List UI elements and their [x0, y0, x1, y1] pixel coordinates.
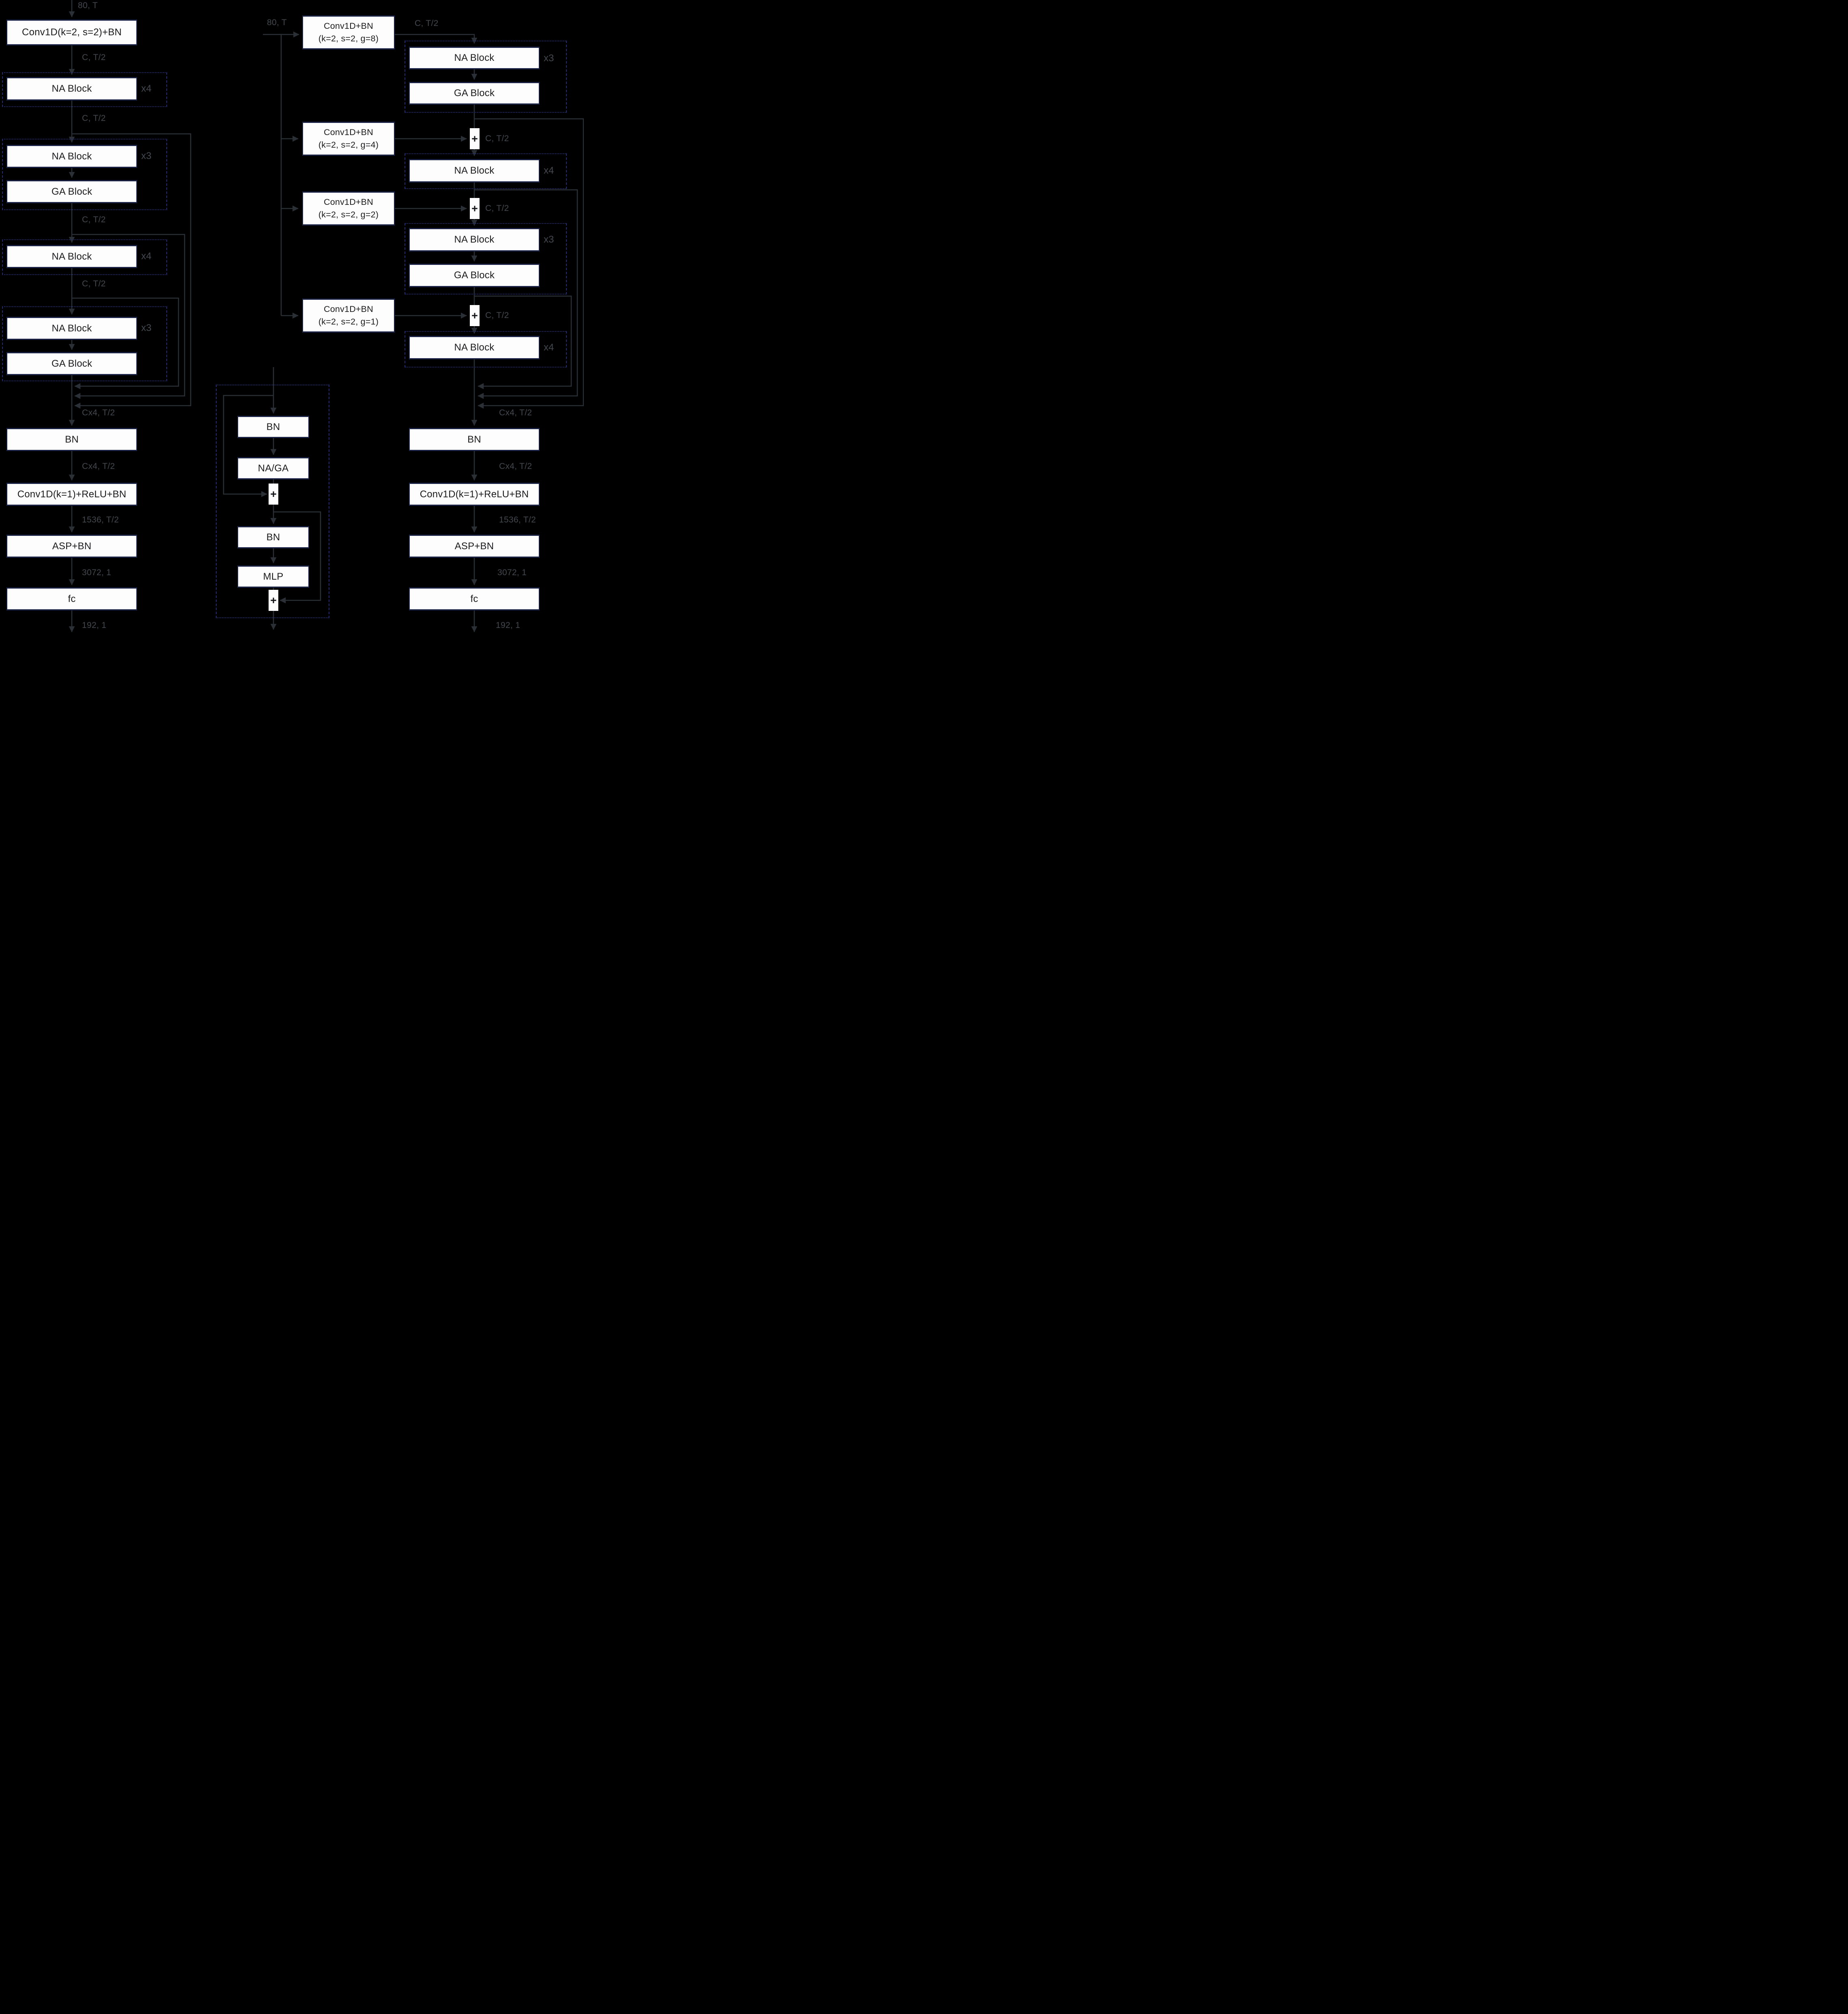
right-stage2-mult-label: x4 — [544, 165, 554, 176]
left-conv1-box: Conv1D(k=1)+ReLU+BN — [6, 483, 137, 506]
left-stage2-mult-label: x3 — [141, 150, 152, 161]
right-dim-after-conv-g8: C, T/2 — [415, 19, 439, 28]
right-stage1-mult-label: x3 — [544, 53, 554, 64]
detail-add2-junction: + — [269, 590, 278, 611]
right-conv-g8-box: Conv1D+BN (k=2, s=2, g=8) — [302, 15, 395, 49]
right-stage2-na-box: NA Block — [409, 159, 540, 183]
left-stage2-na-box: NA Block — [6, 145, 137, 168]
right-stage3-group — [404, 223, 567, 294]
left-dim-after-asp: 3072, 1 — [82, 568, 112, 577]
detail-bn2-box: BN — [237, 526, 309, 548]
right-asp-box: ASP+BN — [409, 535, 540, 558]
left-stage4-ga-box: GA Block — [6, 352, 137, 375]
right-conv1-box: Conv1D(k=1)+ReLU+BN — [409, 483, 540, 506]
right-bn-box: BN — [409, 428, 540, 451]
right-add3-junction: + — [470, 305, 480, 326]
left-stage2-group — [2, 139, 167, 210]
architecture-diagram: 80, T Conv1D(k=2, s=2)+BN C, T/2 NA Bloc… — [0, 0, 584, 636]
right-conv-g4-box: Conv1D+BN (k=2, s=2, g=4) — [302, 122, 395, 156]
right-dim-after-bn: Cx4, T/2 — [499, 462, 532, 471]
right-dim-after-asp: 3072, 1 — [497, 568, 527, 577]
right-conv-g2-line1: Conv1D+BN — [324, 197, 373, 207]
right-dim-after-add3: C, T/2 — [485, 311, 509, 320]
left-stage4-mult-label: x3 — [141, 322, 152, 333]
left-stage4-group — [2, 306, 167, 381]
right-dim-concat: Cx4, T/2 — [499, 408, 532, 417]
right-input-dim-label: 80, T — [267, 18, 287, 27]
right-dim-after-add1: C, T/2 — [485, 134, 509, 143]
left-stage1-na-box: NA Block — [6, 77, 137, 101]
left-dim-concat: Cx4, T/2 — [82, 408, 115, 417]
right-conv-g4-line1: Conv1D+BN — [324, 127, 373, 137]
right-conv-g1-line2: (k=2, s=2, g=1) — [318, 317, 379, 327]
left-output-dim-label: 192, 1 — [82, 621, 107, 630]
detail-add1-junction: + — [269, 484, 278, 505]
left-dim-after-stage1: C, T/2 — [82, 114, 106, 123]
detail-attn-box: NA/GA — [237, 457, 309, 479]
left-stage1-mult-label: x4 — [141, 83, 152, 94]
right-stage1-na-box: NA Block — [409, 47, 540, 69]
right-stage3-na-box: NA Block — [409, 228, 540, 251]
right-add2-junction: + — [470, 198, 480, 219]
right-conv-g1-box: Conv1D+BN (k=2, s=2, g=1) — [302, 299, 395, 333]
right-stage3-ga-box: GA Block — [409, 264, 540, 287]
right-stage3-mult-label: x3 — [544, 234, 554, 245]
right-dim-after-add2: C, T/2 — [485, 204, 509, 213]
right-dim-after-conv1: 1536, T/2 — [499, 515, 536, 524]
left-fc-box: fc — [6, 587, 137, 610]
right-conv-g2-line2: (k=2, s=2, g=2) — [318, 210, 379, 219]
right-stage1-ga-box: GA Block — [409, 82, 540, 105]
detail-bn1-box: BN — [237, 416, 309, 438]
left-bn-box: BN — [6, 428, 137, 451]
left-stage1-group — [2, 72, 167, 107]
left-stage3-mult-label: x4 — [141, 251, 152, 262]
right-stage2-group — [404, 153, 567, 189]
left-stage3-na-box: NA Block — [6, 245, 137, 268]
detail-group — [216, 385, 329, 618]
left-dim-after-bn: Cx4, T/2 — [82, 462, 115, 471]
right-stage4-group — [404, 331, 567, 368]
left-stem-box: Conv1D(k=2, s=2)+BN — [6, 19, 137, 45]
right-conv-g1-line1: Conv1D+BN — [324, 304, 373, 314]
right-conv-g2-box: Conv1D+BN (k=2, s=2, g=2) — [302, 191, 395, 226]
right-stage4-na-box: NA Block — [409, 336, 540, 359]
left-stage4-na-box: NA Block — [6, 317, 137, 340]
right-conv-g8-line1: Conv1D+BN — [324, 21, 373, 31]
left-stage2-ga-box: GA Block — [6, 180, 137, 203]
left-dim-after-stem: C, T/2 — [82, 53, 106, 62]
right-stage1-group — [404, 41, 567, 113]
right-stage4-mult-label: x4 — [544, 342, 554, 353]
left-dim-after-conv1: 1536, T/2 — [82, 515, 119, 524]
right-conv-g8-line2: (k=2, s=2, g=8) — [318, 34, 379, 43]
left-dim-after-stage3: C, T/2 — [82, 279, 106, 288]
right-add1-junction: + — [470, 128, 480, 149]
right-fc-box: fc — [409, 587, 540, 610]
right-conv-g4-line2: (k=2, s=2, g=4) — [318, 140, 379, 150]
detail-mlp-box: MLP — [237, 565, 309, 588]
right-output-dim-label: 192, 1 — [496, 621, 521, 630]
left-asp-box: ASP+BN — [6, 535, 137, 558]
left-input-dim-label: 80, T — [78, 1, 98, 10]
left-dim-after-stage2: C, T/2 — [82, 215, 106, 224]
left-stage3-group — [2, 239, 167, 275]
